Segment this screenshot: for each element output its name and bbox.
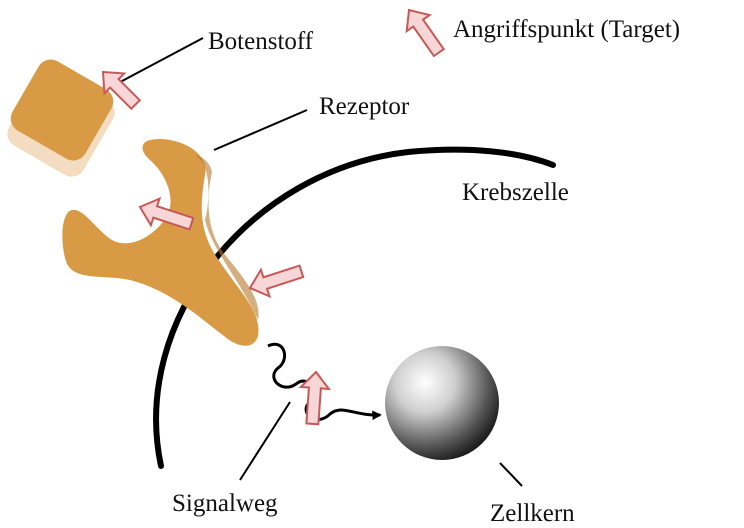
label-receptor: Rezeptor xyxy=(319,93,410,120)
legend: Angriffspunkt (Target) xyxy=(398,2,681,61)
target-arrow-icon xyxy=(398,2,451,61)
label-signal-path: Signalweg xyxy=(172,490,278,517)
legend-label: Angriffspunkt (Target) xyxy=(453,16,680,43)
label-messenger: Botenstoff xyxy=(208,28,314,55)
label-nucleus: Zellkern xyxy=(490,500,575,527)
label-cancer-cell: Krebszelle xyxy=(462,179,569,206)
nucleus xyxy=(385,346,499,460)
target-arrow-receptor-side xyxy=(246,258,306,301)
